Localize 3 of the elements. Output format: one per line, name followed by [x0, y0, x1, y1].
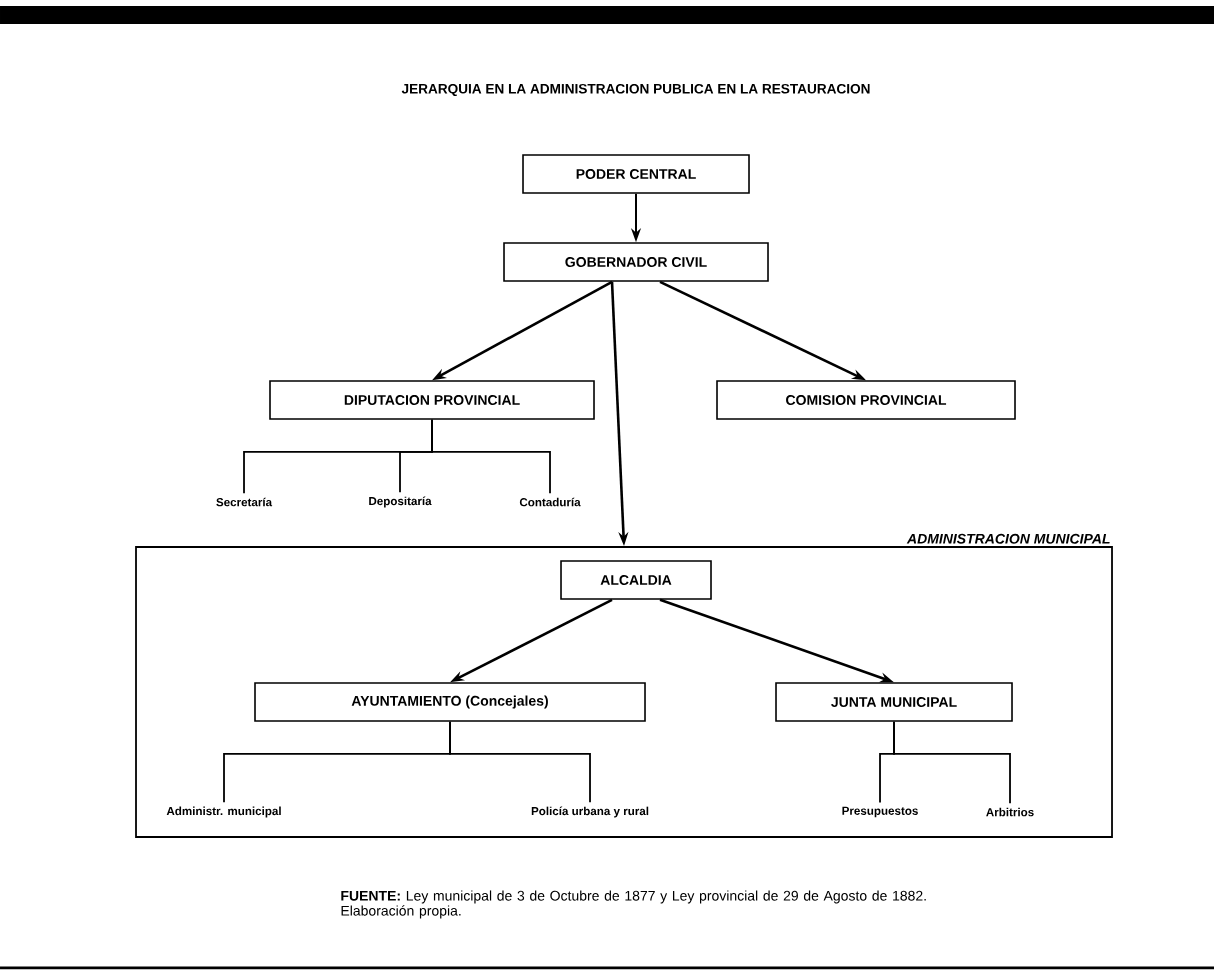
- connector: [893, 720, 1011, 805]
- connector: [449, 720, 591, 804]
- connector: [431, 418, 551, 495]
